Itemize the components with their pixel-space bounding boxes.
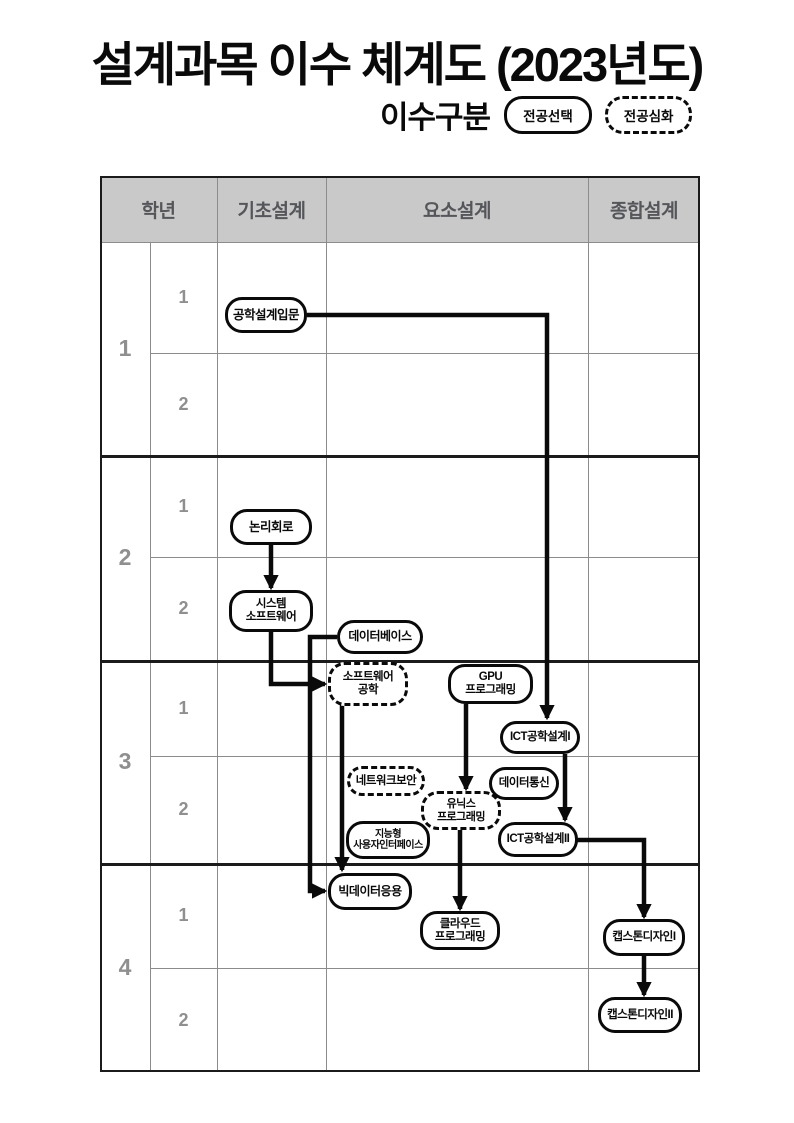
legend-label: 이수구분 — [380, 100, 491, 135]
page-title: 설계과목 이수 체계도 (2023년도) — [91, 38, 705, 91]
header-comprehensive-design: 종합설계 — [610, 200, 678, 222]
legend-badge-major-elective: 전공선택 — [504, 95, 592, 134]
grade-boundary-line — [100, 863, 700, 866]
grade-cell-3: 3 — [118, 748, 132, 774]
course-node-capstone-design-2: 캡스톤디자인II — [598, 997, 682, 1033]
header-basic-design: 기초설계 — [237, 200, 306, 222]
header-grade: 학년 — [141, 200, 176, 222]
completion-legend: 이수구분 전공선택 전공심화 — [380, 92, 705, 137]
grade-cell-2: 2 — [118, 544, 132, 570]
course-node-bigdata-application: 빅데이터응용 — [328, 873, 412, 910]
semester-cell-3-1: 1 — [178, 697, 189, 718]
course-node-ict-engineering-design-1: ICT공학설계I — [500, 721, 580, 754]
grid-line — [588, 176, 589, 1072]
legend-badge-major-advanced: 전공심화 — [604, 95, 693, 134]
semester-cell-4-2: 2 — [178, 1009, 189, 1030]
table-header-background — [100, 176, 700, 242]
semester-cell-1-2: 2 — [178, 393, 189, 414]
course-node-network-security: 네트워크보안 — [347, 766, 425, 796]
semester-cell-1-1: 1 — [178, 287, 189, 307]
course-node-logic-circuit: 논리회로 — [230, 509, 312, 545]
grid-line — [217, 176, 218, 1072]
header-element-design: 요소설계 — [423, 200, 491, 222]
grid-line — [100, 242, 700, 243]
semester-cell-2-1: 1 — [178, 495, 189, 516]
course-node-ict-engineering-design-2: ICT공학설계II — [498, 822, 578, 857]
course-node-intro-engineering-design: 공학설계입문 — [225, 297, 307, 333]
semester-cell-3-2: 2 — [178, 799, 189, 819]
grid-line — [150, 756, 700, 757]
course-node-capstone-design-1: 캡스톤디자인I — [603, 919, 685, 956]
grid-line — [150, 242, 151, 1072]
grade-cell-1: 1 — [118, 335, 132, 361]
course-node-data-communication: 데이터통신 — [489, 767, 559, 800]
grid-line — [150, 968, 700, 969]
grade-cell-4: 4 — [118, 954, 132, 980]
table-outer-border — [100, 176, 700, 1072]
semester-cell-2-2: 2 — [178, 598, 189, 618]
course-node-database: 데이터베이스 — [337, 620, 423, 654]
semester-cell-4-1: 1 — [178, 905, 189, 925]
